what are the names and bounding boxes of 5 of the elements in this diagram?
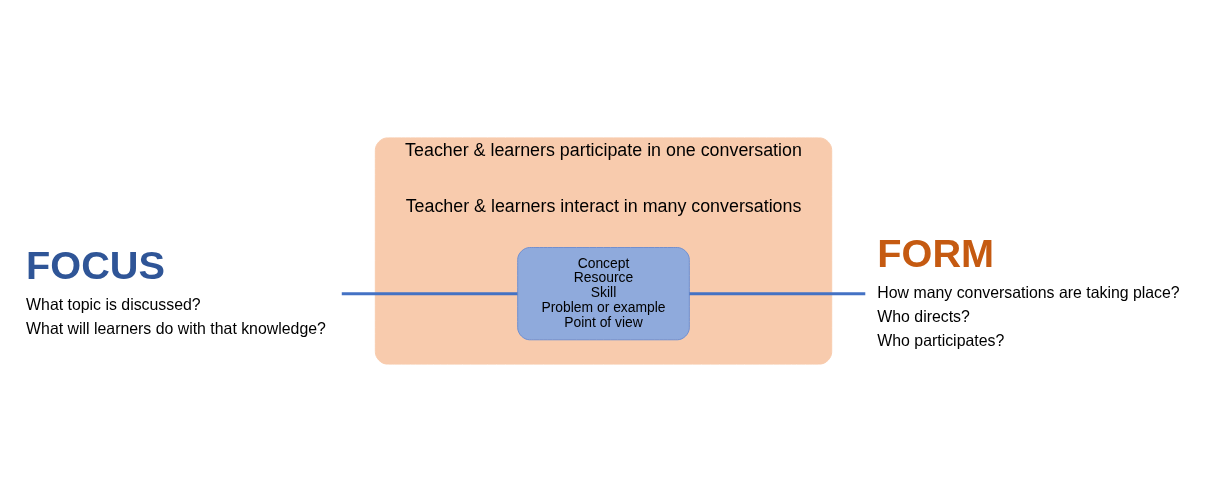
connector [689,292,866,296]
node-box: Concept Resource Skill Problem or example Point of view [517,247,690,341]
node-text: FOCUS What topic is discussed? What will learners do with that knowledge? [26,242,326,338]
connector [341,292,518,296]
node-text: FORM How many conversations are taking place? Who directs? Who participates? [877,230,1180,350]
